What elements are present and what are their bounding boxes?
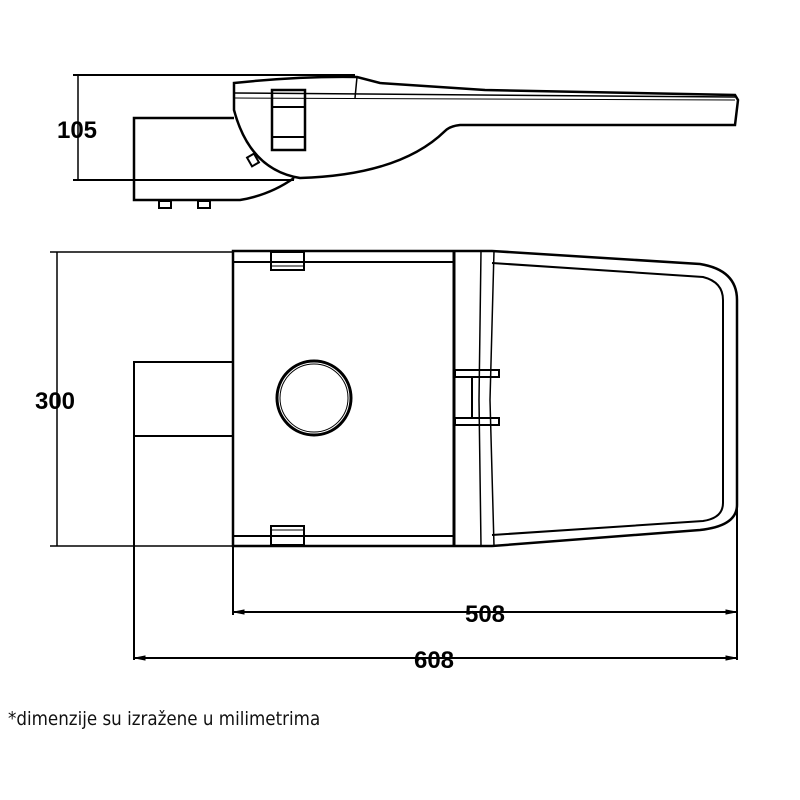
divider-line — [478, 250, 482, 547]
luminaire-body-side — [232, 75, 740, 180]
mount-opening — [275, 359, 353, 437]
arrowheads — [134, 609, 737, 661]
body-seam — [354, 76, 358, 99]
dim-label-508: 508 — [465, 601, 505, 628]
driver-box-side — [132, 116, 295, 202]
body-band-line — [233, 92, 736, 98]
dim-label-300: 300 — [35, 388, 75, 415]
foot — [158, 200, 172, 209]
valve — [245, 152, 261, 168]
bracket — [270, 88, 307, 152]
clip — [270, 525, 305, 546]
plan-view: 300 508 608 — [35, 249, 739, 674]
dim-label-105: 105 — [57, 117, 97, 144]
foot — [197, 200, 211, 209]
mount-opening-inner — [279, 363, 349, 433]
clip — [270, 251, 305, 271]
side-view: 105 — [57, 74, 740, 209]
dim-label-608: 608 — [414, 647, 454, 674]
body-band-line — [233, 97, 736, 101]
divider-line — [489, 250, 495, 547]
hinge — [454, 417, 500, 426]
driver-box-plan — [133, 361, 233, 660]
hinge — [454, 369, 500, 378]
units-note: *dimenzije su izražene u milimetrima — [8, 708, 321, 730]
luminaire-body-plan — [231, 249, 739, 548]
lens-frame — [491, 262, 724, 536]
